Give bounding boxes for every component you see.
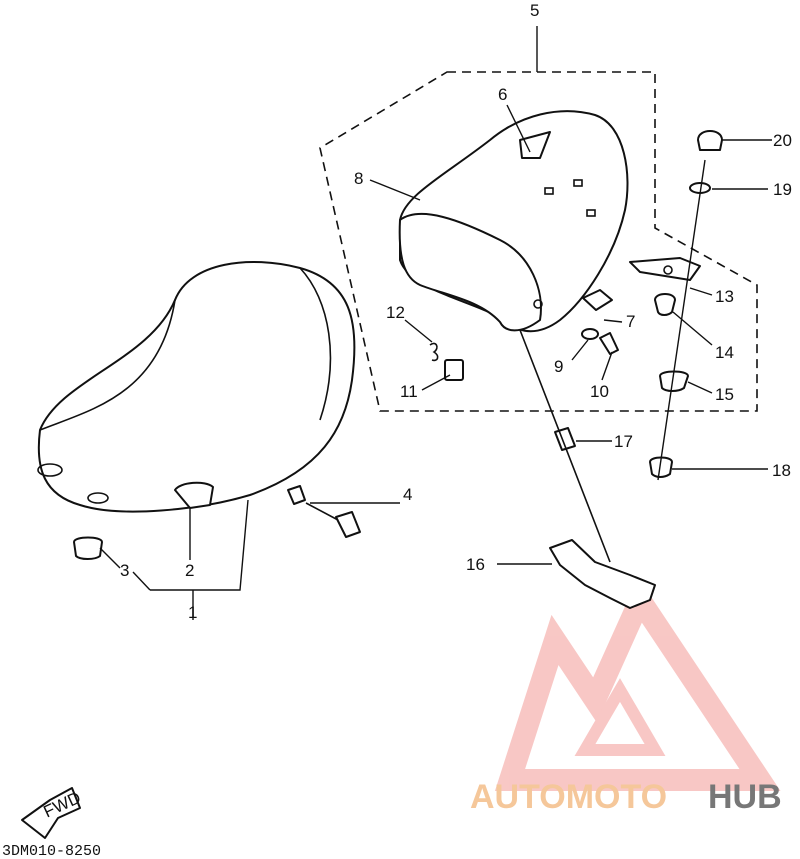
callout-16: 16 xyxy=(466,555,485,574)
callout-8: 8 xyxy=(354,169,363,188)
fwd-arrow: FWD xyxy=(21,787,84,839)
callout-15: 15 xyxy=(715,385,734,404)
callout-12: 12 xyxy=(386,303,405,322)
callout-11: 11 xyxy=(400,382,418,401)
watermark-part2: HUB xyxy=(708,778,782,816)
watermark-text: AUTOMOTO HUB xyxy=(470,778,782,816)
callout-2: 2 xyxy=(185,561,194,580)
callout-9: 9 xyxy=(554,357,563,376)
strap-bracket-16 xyxy=(519,329,656,609)
callout-10: 10 xyxy=(590,382,609,401)
bracket-13 xyxy=(629,257,701,281)
damper-3 xyxy=(73,536,103,560)
callout-20: 20 xyxy=(773,131,792,150)
callout-3: 3 xyxy=(120,561,129,580)
watermark-logo xyxy=(494,577,781,791)
callout-13: 13 xyxy=(715,287,734,306)
callout-5: 5 xyxy=(530,1,539,20)
callout-labels: 5 6 8 20 19 13 7 12 14 9 10 11 15 17 18 … xyxy=(120,1,792,622)
assembly-boundary xyxy=(319,71,758,412)
callout-14: 14 xyxy=(715,343,734,362)
callout-19: 19 xyxy=(773,180,792,199)
hardware-items xyxy=(429,130,723,478)
callout-7: 7 xyxy=(626,312,635,331)
callout-18: 18 xyxy=(772,461,791,480)
pillion-seat xyxy=(398,110,629,333)
bolt-4 xyxy=(287,485,361,538)
callout-1: 1 xyxy=(188,603,197,622)
callout-17: 17 xyxy=(614,432,633,451)
watermark-part1: AUTOMOTO xyxy=(470,778,667,816)
callout-4: 4 xyxy=(403,485,412,504)
drawing-code: 3DM010-8250 xyxy=(2,843,101,859)
main-seat xyxy=(37,261,356,513)
callout-6: 6 xyxy=(498,85,507,104)
leader-lines xyxy=(99,26,772,620)
